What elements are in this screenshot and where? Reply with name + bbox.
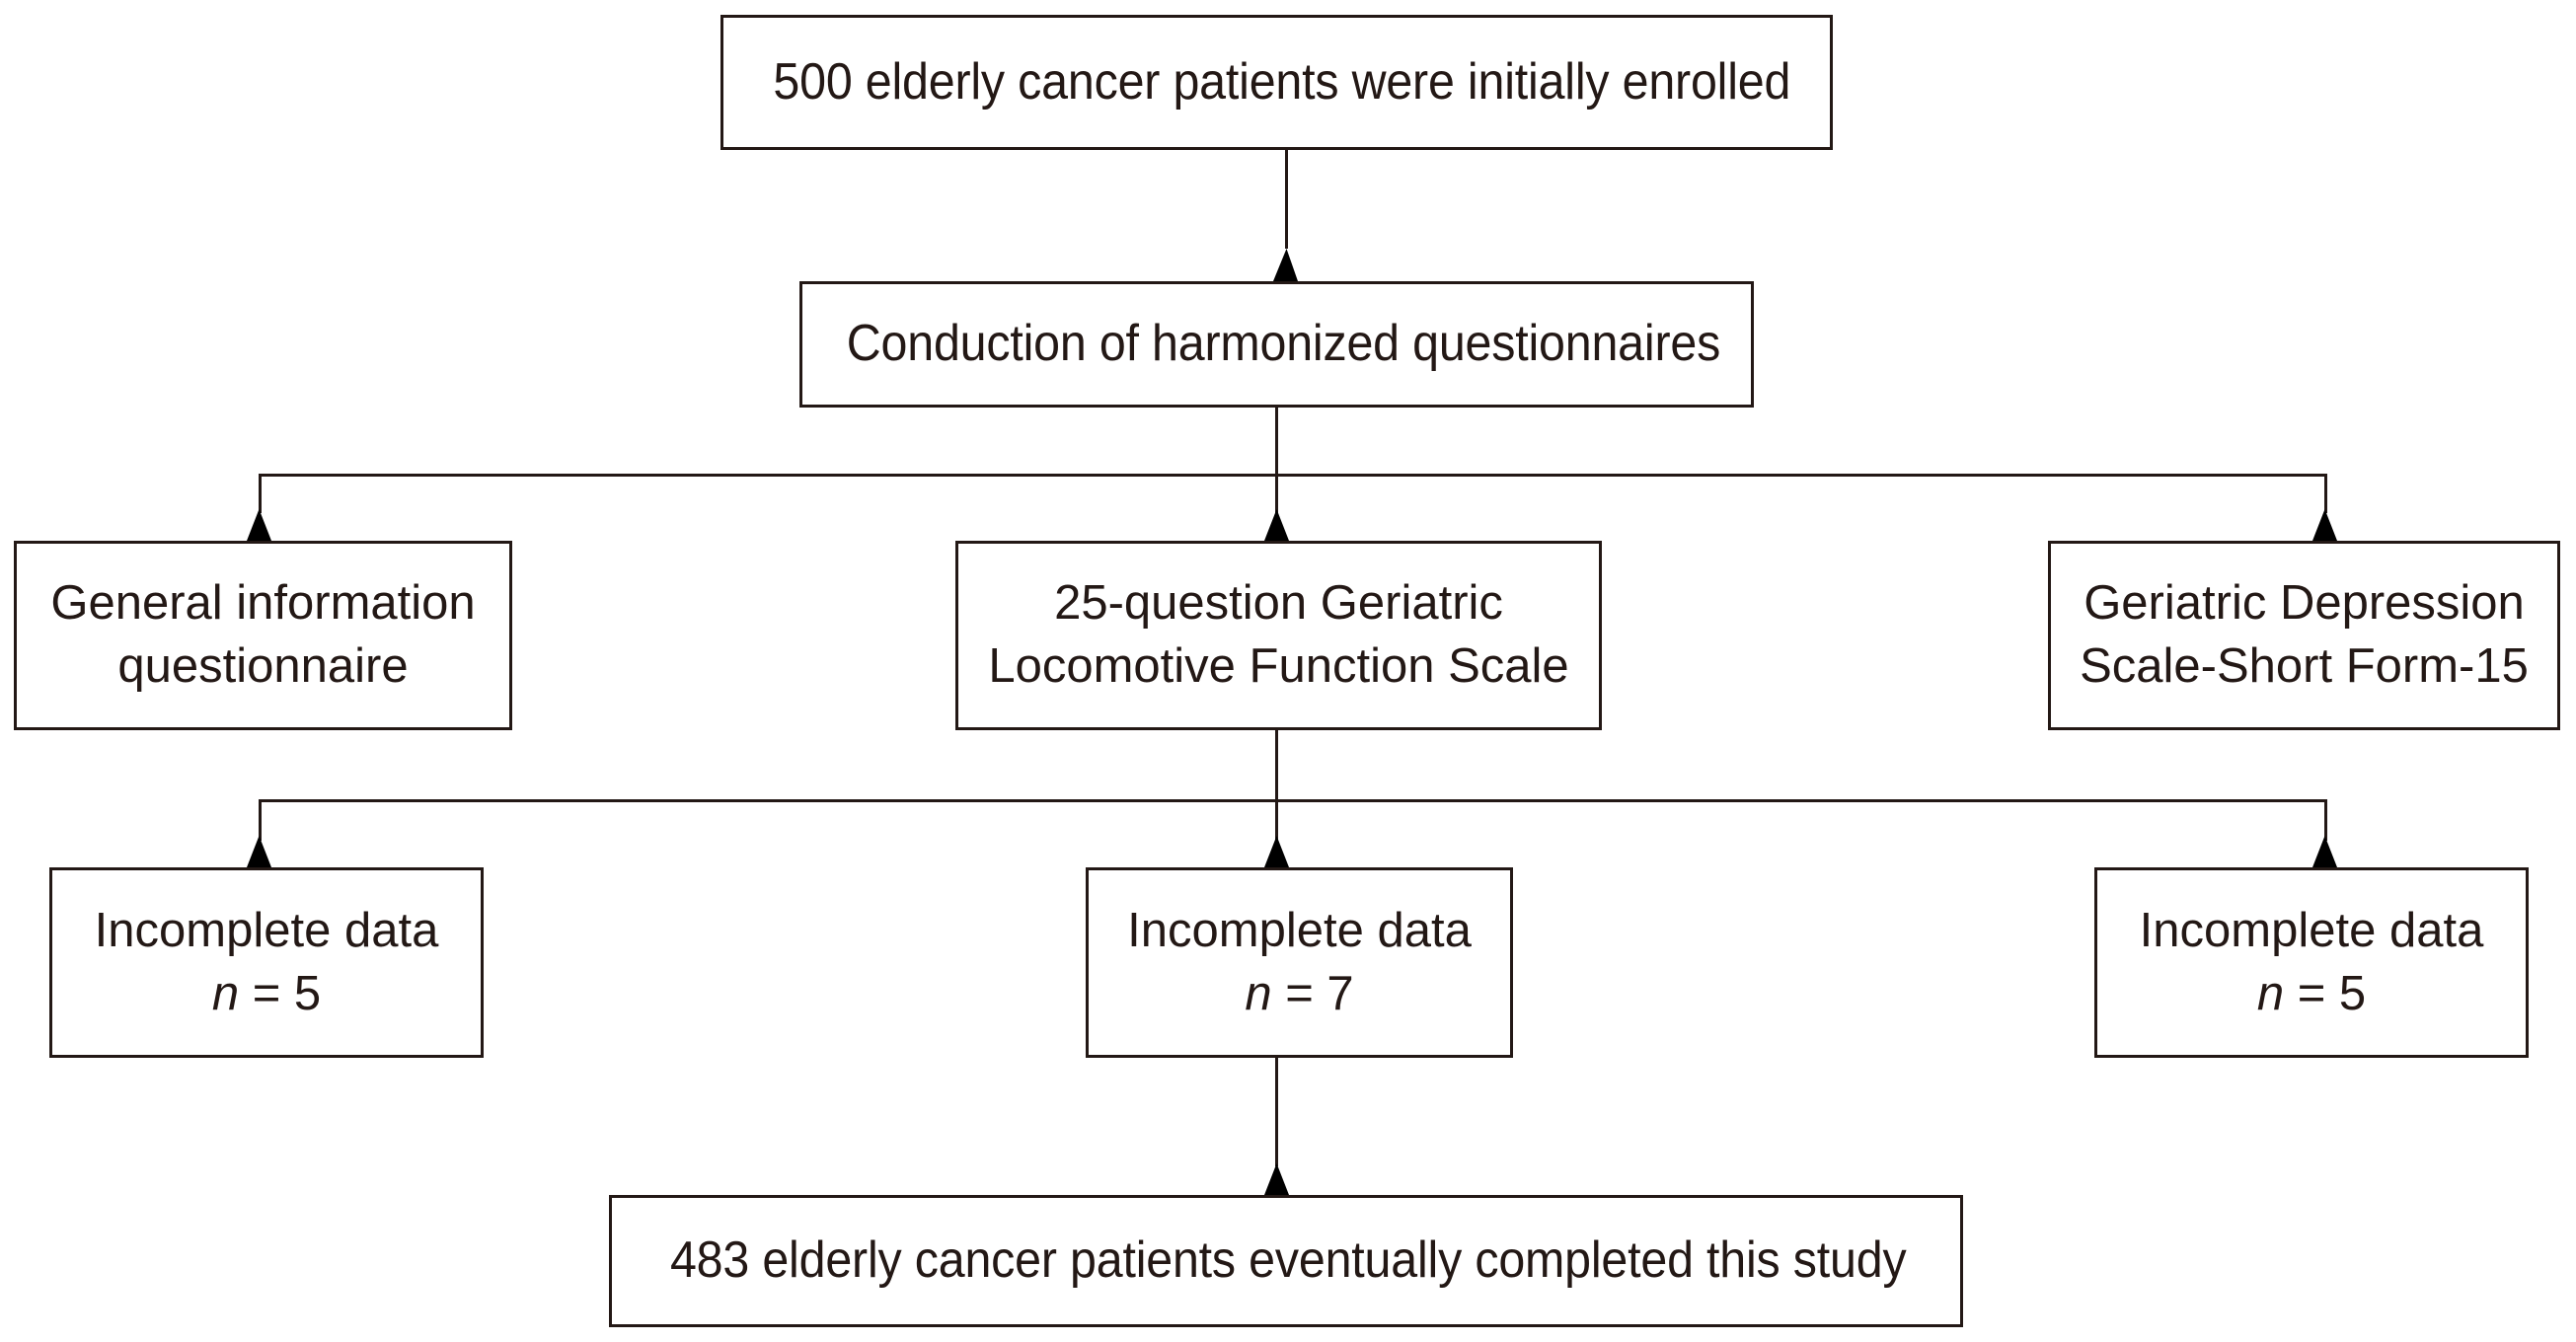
node-incomplete-data-general: Incomplete data n = 5 xyxy=(49,867,484,1058)
node-incomplete-data-glfs-line1: Incomplete data xyxy=(1127,903,1472,957)
node-incomplete-data-glfs-n-symbol: n xyxy=(1245,966,1272,1020)
connector-drop-glfs xyxy=(1275,474,1278,513)
node-geriatric-depression-scale: Geriatric Depression Scale-Short Form-15 xyxy=(2048,541,2560,730)
node-general-information-questionnaire-line2: questionnaire xyxy=(117,639,409,693)
node-harmonized-questionnaires-label: Conduction of harmonized questionnaires xyxy=(846,315,1721,373)
node-incomplete-data-general-line1: Incomplete data xyxy=(94,903,439,957)
node-incomplete-data-general-n-symbol: n xyxy=(211,966,240,1020)
node-incomplete-data-general-label: Incomplete data n = 5 xyxy=(64,900,469,1025)
node-incomplete-data-glfs: Incomplete data n = 7 xyxy=(1086,867,1513,1058)
node-geriatric-depression-scale-line2: Scale-Short Form-15 xyxy=(2080,639,2529,693)
node-general-information-questionnaire: General information questionnaire xyxy=(14,541,512,730)
node-geriatric-locomotive-function-scale-line2: Locomotive Function Scale xyxy=(988,639,1569,693)
node-incomplete-data-general-n-value: = 5 xyxy=(239,966,322,1020)
node-geriatric-depression-scale-line1: Geriatric Depression xyxy=(2084,576,2525,631)
connector-glfs-stem xyxy=(1275,730,1278,799)
node-general-information-questionnaire-label: General information questionnaire xyxy=(29,572,497,698)
node-incomplete-data-gds-line2: n = 5 xyxy=(2109,963,2514,1026)
connector-drop-incomplete-right xyxy=(2324,799,2327,841)
connector-drop-general xyxy=(259,474,262,513)
connector-drop-incomplete-left xyxy=(259,799,262,841)
node-completed-study: 483 elderly cancer patients eventually c… xyxy=(609,1195,1963,1327)
arrowhead-icon-to-questionnaires xyxy=(1273,249,1298,281)
arrowhead-icon-to-glfs xyxy=(1264,509,1289,541)
node-geriatric-depression-scale-label: Geriatric Depression Scale-Short Form-15 xyxy=(2063,572,2545,698)
node-incomplete-data-gds: Incomplete data n = 5 xyxy=(2094,867,2529,1058)
node-incomplete-data-gds-n-value: = 5 xyxy=(2284,966,2367,1020)
node-completed-study-label: 483 elderly cancer patients eventually c… xyxy=(669,1231,1907,1290)
node-incomplete-data-glfs-label: Incomplete data n = 7 xyxy=(1100,900,1498,1025)
arrowhead-icon-to-completed xyxy=(1264,1163,1289,1195)
connector-drop-gds xyxy=(2324,474,2327,513)
node-incomplete-data-gds-label: Incomplete data n = 5 xyxy=(2109,900,2514,1025)
node-incomplete-data-gds-line1: Incomplete data xyxy=(2139,903,2484,957)
node-incomplete-data-glfs-n-value: = 7 xyxy=(1271,966,1354,1020)
node-general-information-questionnaire-line1: General information xyxy=(50,576,476,631)
node-geriatric-locomotive-function-scale-label: 25-question Geriatric Locomotive Functio… xyxy=(970,572,1587,698)
arrowhead-icon-to-general xyxy=(247,509,271,541)
node-initially-enrolled-label: 500 elderly cancer patients were initial… xyxy=(773,52,1791,111)
connector-incomplete-to-completed xyxy=(1275,1058,1278,1166)
connector-drop-incomplete-center xyxy=(1275,799,1278,841)
connector-questionnaires-stem xyxy=(1275,408,1278,474)
node-incomplete-data-glfs-line2: n = 7 xyxy=(1100,963,1498,1026)
node-geriatric-locomotive-function-scale-line1: 25-question Geriatric xyxy=(1054,576,1503,631)
arrowhead-icon-to-gds xyxy=(2312,509,2337,541)
node-incomplete-data-general-line2: n = 5 xyxy=(64,963,469,1026)
connector-incomplete-bus xyxy=(259,799,2327,802)
connector-enrolled-to-questionnaires xyxy=(1285,150,1288,249)
connector-instruments-bus xyxy=(259,474,2327,477)
node-harmonized-questionnaires: Conduction of harmonized questionnaires xyxy=(799,281,1754,408)
node-incomplete-data-gds-n-symbol: n xyxy=(2256,966,2285,1020)
node-geriatric-locomotive-function-scale: 25-question Geriatric Locomotive Functio… xyxy=(955,541,1602,730)
node-initially-enrolled: 500 elderly cancer patients were initial… xyxy=(720,15,1833,150)
